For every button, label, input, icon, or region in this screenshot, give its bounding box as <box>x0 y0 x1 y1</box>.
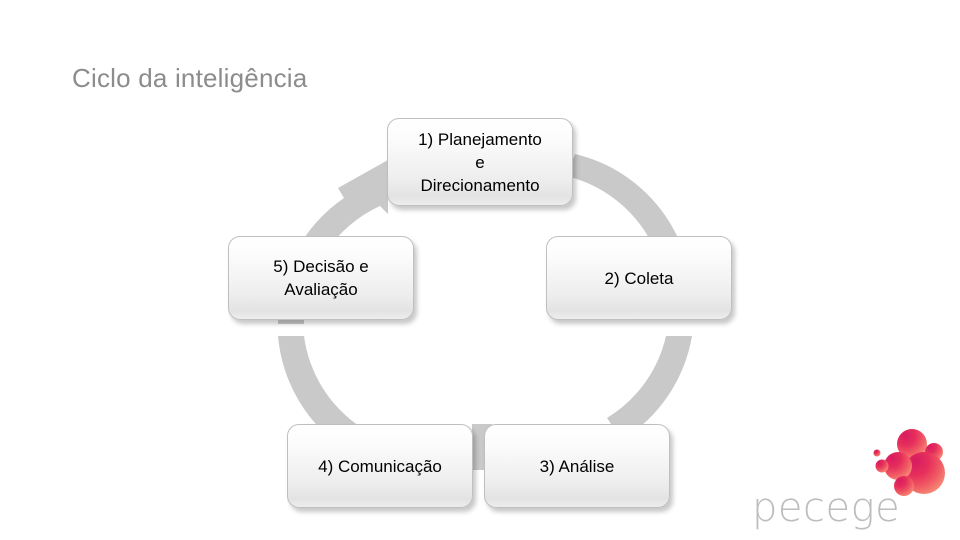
cycle-step-5[interactable]: 5) Decisão e Avaliação <box>228 236 414 320</box>
arrow-segment-2-to-3 <box>607 336 692 440</box>
cycle-step-2[interactable]: 2) Coleta <box>546 236 732 320</box>
cycle-step-1-line3: Direcionamento <box>420 175 540 195</box>
cycle-step-3[interactable]: 3) Análise <box>484 424 670 508</box>
page-title: Ciclo da inteligência <box>72 63 308 93</box>
cycle-step-2-line1: 2) Coleta <box>604 268 674 288</box>
cycle-step-5-line2: Avaliação <box>284 280 358 299</box>
cycle-step-4[interactable]: 4) Comunicação <box>287 424 473 508</box>
cycle-step-1[interactable]: 1) Planejamento e Direcionamento <box>387 118 573 206</box>
cycle-step-1-line2: e <box>475 152 485 172</box>
pecege-wordmark: pecege <box>752 485 901 531</box>
cycle-step-4-line1: 4) Comunicação <box>318 456 442 476</box>
cycle-step-3-line1: 3) Análise <box>539 456 615 476</box>
pecege-logo: pecege <box>752 428 948 532</box>
cycle-step-5-line1: 5) Decisão e <box>273 257 369 276</box>
cycle-step-1-line1: 1) Planejamento <box>418 129 542 149</box>
pecege-blob-icon <box>873 429 945 496</box>
arrow-segment-4-to-5 <box>278 336 362 450</box>
